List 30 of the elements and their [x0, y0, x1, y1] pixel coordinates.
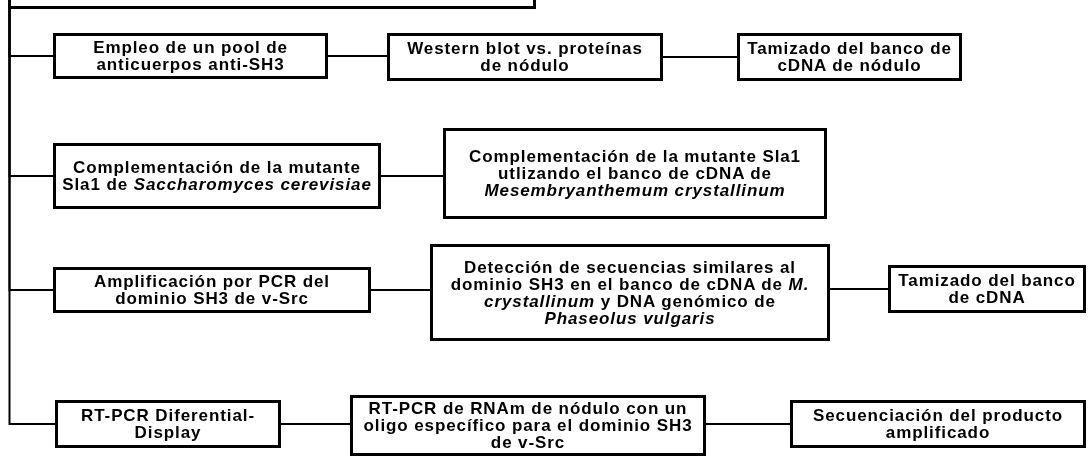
process-box [53, 143, 381, 209]
process-box [888, 265, 1086, 313]
connector-line [327, 55, 388, 57]
box-text: Tamizado del banco de cDNA [897, 272, 1077, 306]
connector-line [8, 8, 56, 425]
process-box [55, 400, 281, 448]
process-box [790, 400, 1086, 448]
process-box [737, 33, 962, 81]
box-text: Western blot vs. proteínas de nódulo [406, 40, 644, 74]
connector-line [829, 288, 889, 290]
box-text: Amplificación por PCR del dominio SH3 de v-Src [93, 273, 331, 307]
process-box [53, 267, 371, 313]
box-text: Complementación de la mutante Sla1 utlizando el banco de cDNA de Mesembryanthemum crystallinum [468, 148, 802, 199]
box-text: Tamizado del banco de cDNA de nódulo [746, 40, 953, 74]
box-text: Complementación de la mutante Sla1 de Saccharomyces cerevisiae [62, 159, 372, 193]
process-box [387, 33, 663, 81]
box-text: RT-PCR Diferential-Display [80, 407, 256, 441]
connector-line [705, 423, 791, 425]
process-box [430, 244, 830, 341]
connector-line [370, 289, 431, 291]
process-box [443, 128, 827, 219]
box-text: RT-PCR de RNAm de nódulo con un oligo específico para el dominio SH3 de v-Src [362, 400, 694, 451]
process-box [53, 33, 328, 79]
connector-line [380, 175, 444, 177]
box-text: Secuenciación del producto amplificado [811, 407, 1065, 441]
connector-line [662, 56, 738, 58]
box-text: Empleo de un pool de anticuerpos anti-SH3 [92, 39, 289, 73]
connector-line [280, 423, 351, 425]
box-text: Detección de secuencias similares al dominio SH3 en el banco de cDNA de M. crystallinum y DNA genómico de Phaseolus vulgaris [449, 258, 811, 327]
process-box [350, 395, 706, 456]
